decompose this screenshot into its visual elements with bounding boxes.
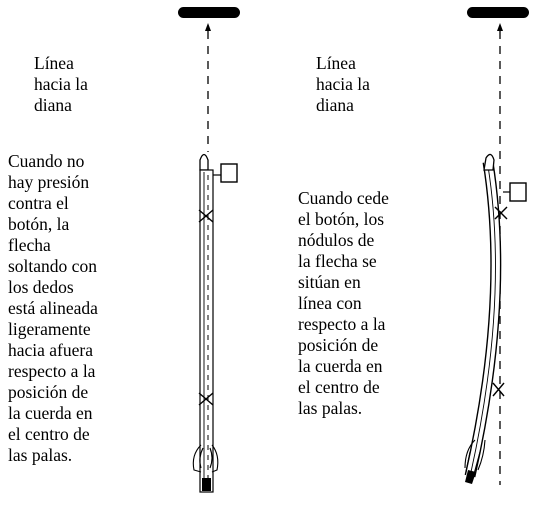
left-arrow-shaft	[199, 169, 214, 493]
left-arrow-figure	[178, 7, 240, 493]
right-arrow-figure	[464, 7, 529, 485]
right-target-line-label: Línea hacia la diana	[316, 53, 370, 115]
right-description: Cuando cede el botón, los nódulos de la …	[298, 188, 389, 418]
right-shaft-center-line	[470, 165, 496, 473]
right-nock	[465, 470, 476, 484]
right-arrow-head-icon	[483, 153, 495, 171]
left-arrow-head-icon	[199, 153, 209, 171]
right-node-lower	[492, 382, 505, 397]
left-nock	[202, 478, 211, 491]
right-target-marker-icon	[467, 7, 529, 18]
left-node-lower	[198, 392, 214, 406]
right-arrow-shaft-inner	[466, 161, 500, 477]
right-fletching-icon	[464, 439, 486, 475]
left-target-marker-icon	[178, 7, 240, 18]
right-node-upper	[494, 206, 508, 220]
left-description: Cuando no hay presión contra el botón, l…	[8, 151, 98, 465]
left-cushion-plunger-button-icon	[220, 163, 238, 183]
right-cushion-plunger-button-icon	[509, 182, 527, 202]
left-fletching-icon	[192, 444, 219, 473]
left-line-arrowhead-icon	[205, 23, 211, 31]
left-target-line-label: Línea hacia la diana	[34, 53, 88, 115]
right-line-arrowhead-icon	[497, 23, 503, 31]
left-node-upper	[198, 209, 214, 223]
